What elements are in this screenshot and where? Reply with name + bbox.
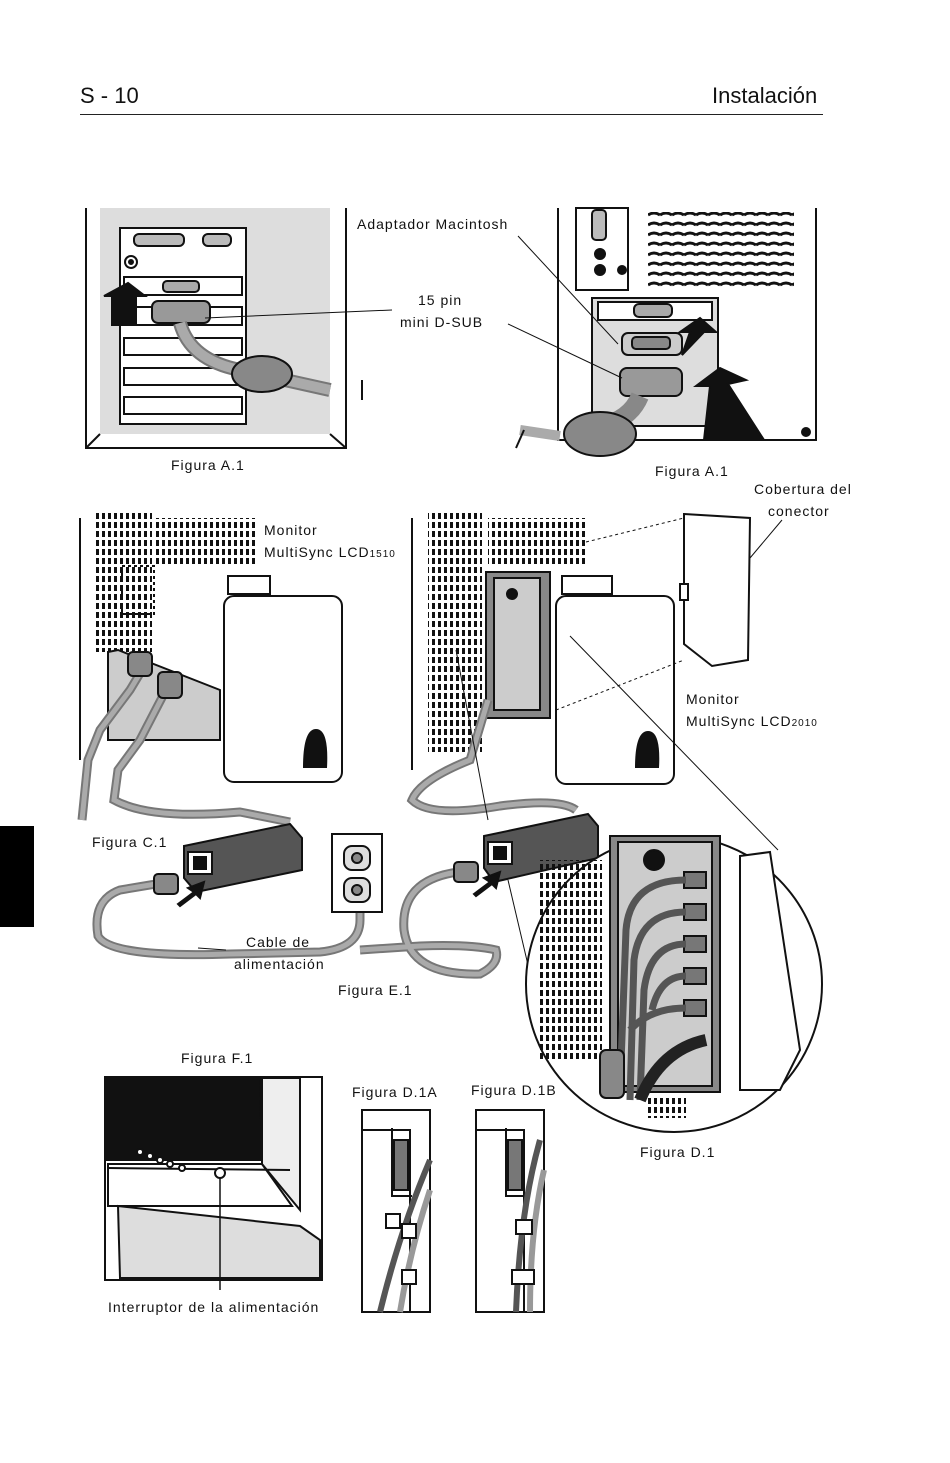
page-number: S - 10 (80, 83, 139, 108)
figure-c1-caption: Figura C.1 (92, 834, 168, 850)
mini-dsub-label: mini D-SUB (400, 314, 484, 330)
figure-d1a-illustration (361, 1109, 433, 1313)
power-cable-label-line2: alimentación (234, 956, 325, 972)
monitor-1510-model-number: 1510 (369, 549, 396, 560)
figure-d1-caption: Figura D.1 (640, 1144, 716, 1160)
figure-d1b-caption: Figura D.1B (471, 1082, 557, 1098)
figure-d1-illustration (525, 835, 823, 1133)
monitor-2010-model-name: MultiSync LCD (686, 713, 792, 729)
monitor-2010-label-line1: Monitor (686, 691, 740, 707)
wall-outlet-illustration (331, 833, 383, 913)
power-cable-leader-line (197, 947, 227, 951)
connector-cover-label-line2: conector (768, 503, 830, 519)
monitor-2010-model-number: 2010 (791, 718, 818, 729)
figure-f1-caption: Figura F.1 (181, 1050, 254, 1066)
power-cable-label-line1: Cable de (246, 934, 311, 950)
monitor-1510-label-line1: Monitor (264, 522, 318, 538)
power-switch-label: Interruptor de la alimentación (108, 1299, 320, 1315)
figure-a1-right-illustration (515, 207, 817, 457)
mac-adapter-leader-line (517, 235, 619, 345)
figure-d1a-caption: Figura D.1A (352, 1084, 438, 1100)
monitor-2010-model-label: MultiSync LCD2010 (686, 711, 818, 734)
figure-e1-illustration (359, 512, 675, 979)
figure-a1-left-illustration (85, 208, 363, 449)
figure-f1-illustration (104, 1076, 323, 1290)
connector-cover-label-line1: Cobertura del (754, 481, 852, 497)
pin-count-label: 15 pin (418, 292, 463, 308)
figure-a1-left-caption: Figura A.1 (171, 457, 245, 473)
section-title: Instalación (712, 83, 818, 108)
mac-adapter-label: Adaptador Macintosh (357, 216, 509, 232)
section-tab-marker (0, 826, 34, 927)
connector-cover-illustration (679, 512, 752, 668)
monitor-1510-model-label: MultiSync LCD1510 (264, 542, 396, 565)
figure-d1b-illustration (475, 1109, 547, 1313)
mini-dsub-leader-line (507, 323, 623, 379)
header-rule (80, 114, 823, 115)
pin-leader-line (204, 309, 393, 319)
figure-e1-caption: Figura E.1 (338, 982, 413, 998)
figure-a1-right-caption: Figura A.1 (655, 463, 729, 479)
monitor-1510-model-name: MultiSync LCD (264, 544, 370, 560)
figure-c1-illustration (77, 512, 365, 960)
